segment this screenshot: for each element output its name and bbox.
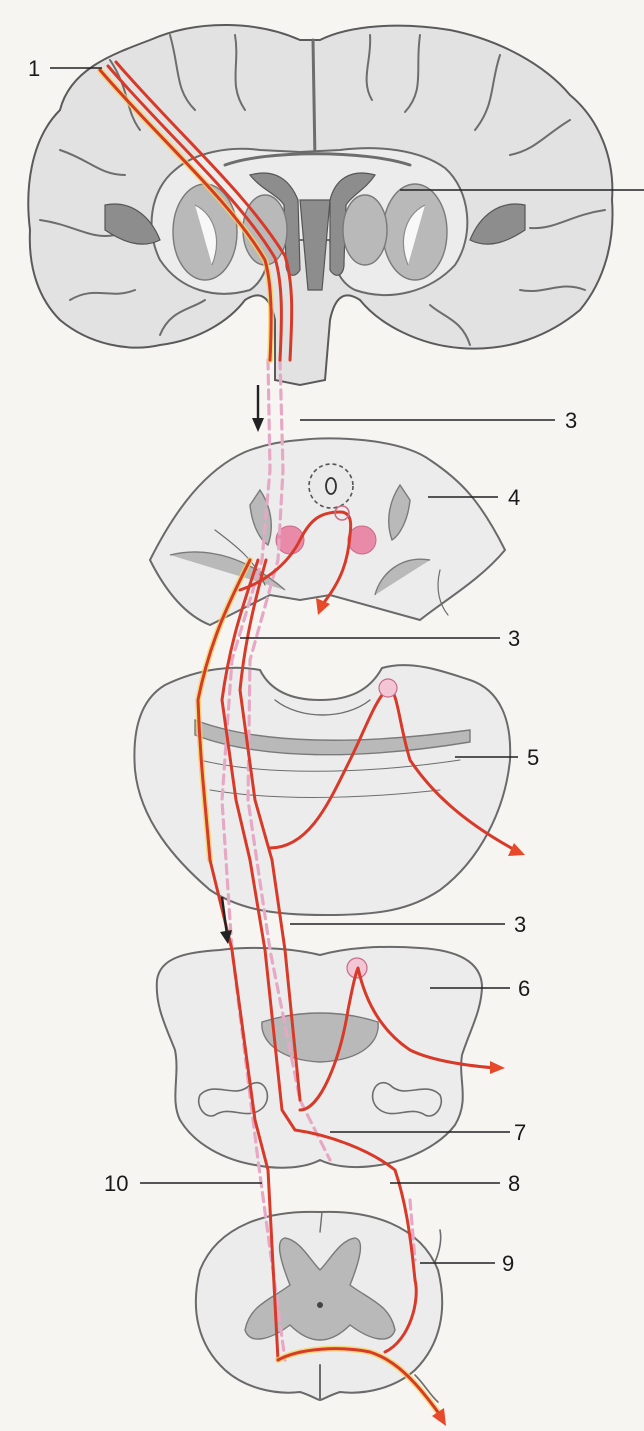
label-1: 1 (28, 56, 40, 81)
label-4: 4 (508, 485, 520, 510)
brain-coronal-section (28, 25, 612, 385)
label-3-upper: 3 (565, 408, 577, 433)
label-10: 10 (104, 1171, 128, 1196)
label-3-middle: 3 (508, 626, 520, 651)
label-9: 9 (502, 1251, 514, 1276)
pons-section (134, 665, 510, 915)
label-3-lower: 3 (514, 912, 526, 937)
label-5: 5 (527, 745, 539, 770)
label-8: 8 (508, 1171, 520, 1196)
label-6: 6 (518, 976, 530, 1001)
label-7: 7 (514, 1120, 526, 1145)
arrow-down-icon (252, 418, 264, 432)
